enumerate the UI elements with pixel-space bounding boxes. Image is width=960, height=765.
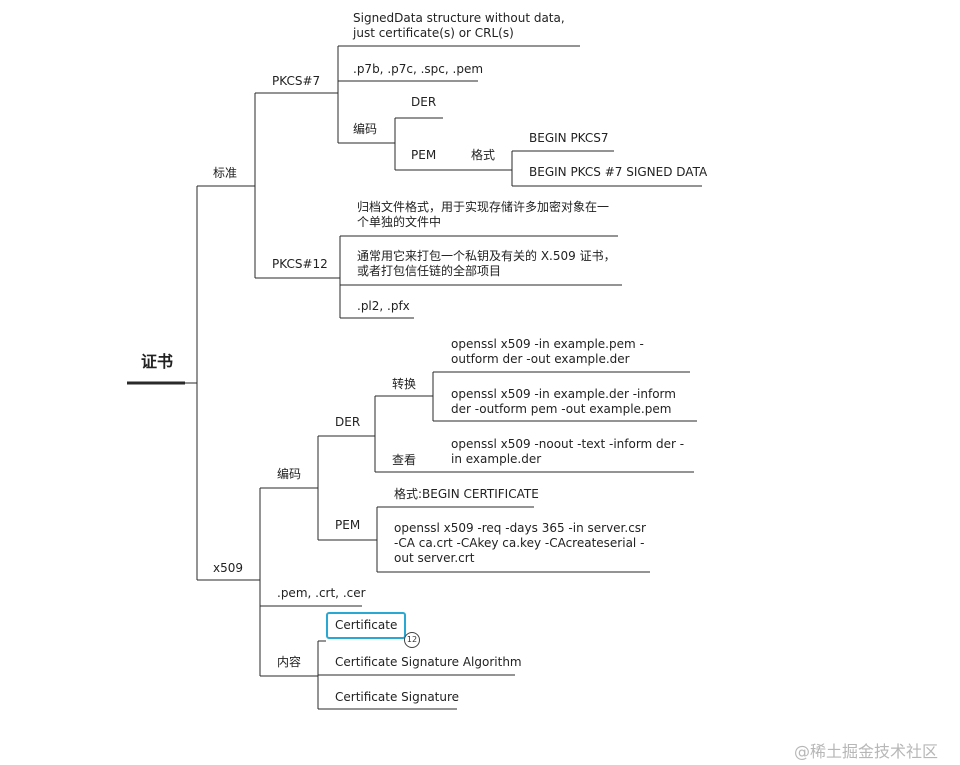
node-pkcs12[interactable]: PKCS#12 <box>272 257 328 271</box>
node-der-view[interactable]: 查看 <box>392 453 417 467</box>
node-pkcs7-der[interactable]: DER <box>411 95 437 109</box>
node-pem-cmd[interactable]: openssl x509 -req -days 365 -in server.c… <box>394 521 646 565</box>
node-x509-der[interactable]: DER <box>335 415 361 429</box>
node-standard[interactable]: 标准 <box>213 166 238 180</box>
node-pem-format[interactable]: 格式:BEGIN CERTIFICATE <box>394 487 539 501</box>
node-der-cmd2[interactable]: openssl x509 -in example.der -inform der… <box>451 387 676 416</box>
node-begin-pkcs7[interactable]: BEGIN PKCS7 <box>529 131 609 145</box>
node-x509-encoding[interactable]: 编码 <box>277 467 302 481</box>
node-cert-signature[interactable]: Certificate Signature <box>335 690 460 704</box>
node-certificate[interactable]: Certificate <box>326 612 407 639</box>
node-x509[interactable]: x509 <box>213 561 244 575</box>
root-node[interactable]: 证书 <box>141 352 174 371</box>
node-count-badge[interactable]: 12 <box>404 632 420 648</box>
node-x509-pem[interactable]: PEM <box>335 518 361 532</box>
node-pkcs7[interactable]: PKCS#7 <box>272 74 321 88</box>
node-der-cmd1[interactable]: openssl x509 -in example.pem -outform de… <box>451 337 644 366</box>
node-x509-ext[interactable]: .pem, .crt, .cer <box>277 586 366 600</box>
node-pkcs12-desc1[interactable]: 归档文件格式，用于实现存储许多加密对象在一个单独的文件中 <box>357 200 610 229</box>
node-pkcs7-format[interactable]: 格式 <box>471 148 496 162</box>
node-begin-pkcs7-signed[interactable]: BEGIN PKCS #7 SIGNED DATA <box>529 165 708 179</box>
node-pkcs7-desc[interactable]: SignedData structure without data, just … <box>353 11 565 40</box>
node-pkcs12-ext[interactable]: .pl2, .pfx <box>357 299 410 313</box>
node-pkcs7-encoding[interactable]: 编码 <box>353 122 378 136</box>
node-der-convert[interactable]: 转换 <box>392 377 417 391</box>
watermark: @稀土掘金技术社区 <box>794 742 939 761</box>
node-pkcs7-ext[interactable]: .p7b, .p7c, .spc, .pem <box>353 62 484 76</box>
node-x509-content[interactable]: 内容 <box>277 655 302 669</box>
node-der-cmd3[interactable]: openssl x509 -noout -text -inform der -i… <box>451 437 685 466</box>
node-cert-sig-algorithm[interactable]: Certificate Signature Algorithm <box>335 655 522 669</box>
node-pkcs12-desc2[interactable]: 通常用它来打包一个私钥及有关的 X.509 证书，或者打包信任链的全部项目 <box>357 249 616 278</box>
node-pkcs7-pem[interactable]: PEM <box>411 148 437 162</box>
